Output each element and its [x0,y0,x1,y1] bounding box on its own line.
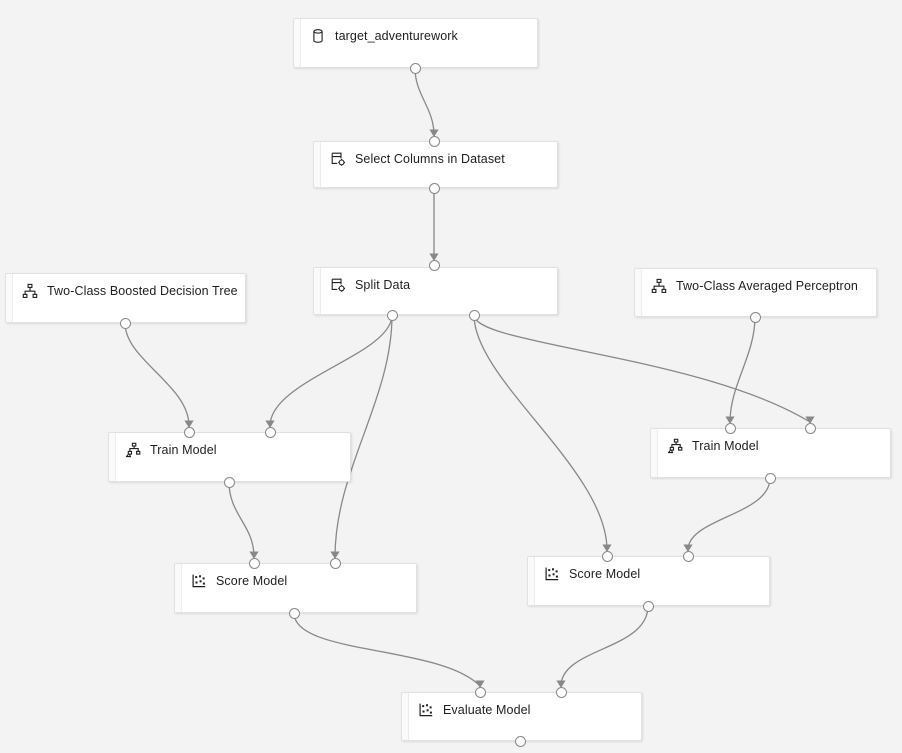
node-header: Score Model [534,557,769,591]
output-port-averaged-perceptron-0[interactable] [749,311,761,323]
algorithm-icon [22,283,38,299]
score-model-icon [544,566,560,582]
node-label: Two-Class Boosted Decision Tree [47,284,238,298]
data-transform-icon [330,151,346,167]
input-port-evaluate-model-1[interactable] [555,686,567,698]
node-accent-strip [314,268,321,314]
algorithm-icon [651,278,667,294]
node-header: target_adventurework [300,19,537,53]
node-header: Train Model [657,429,890,463]
input-port-score-model-right-1[interactable] [682,550,694,562]
node-label: Evaluate Model [443,703,531,717]
input-port-select-columns-0[interactable] [428,135,440,147]
input-port-score-model-left-0[interactable] [248,557,260,569]
input-port-train-model-left-0[interactable] [183,426,195,438]
output-port-split-data-1[interactable] [468,309,480,321]
score-model-icon [191,573,207,589]
node-header: Split Data [320,268,557,302]
node-label: Train Model [692,439,759,453]
node-split-data[interactable]: Split Data [313,267,558,315]
node-label: Split Data [355,278,411,292]
node-accent-strip [402,693,409,740]
input-port-evaluate-model-0[interactable] [474,686,486,698]
node-label: Select Columns in Dataset [355,152,505,166]
node-label: Score Model [216,574,288,588]
node-evaluate-model[interactable]: Evaluate Model [401,692,642,741]
node-label: Score Model [569,567,641,581]
input-port-score-model-right-0[interactable] [601,550,613,562]
node-header: Two-Class Boosted Decision Tree [12,274,245,308]
node-header: Evaluate Model [408,693,641,727]
node-header: Select Columns in Dataset [320,142,557,176]
node-accent-strip [651,429,658,477]
node-dataset[interactable]: target_adventurework [293,18,538,68]
node-accent-strip [314,142,321,187]
node-label: target_adventurework [335,29,458,43]
node-accent-strip [6,274,13,322]
database-icon [310,28,326,44]
output-port-split-data-0[interactable] [386,309,398,321]
train-model-icon [667,438,683,454]
input-port-train-model-right-1[interactable] [804,422,816,434]
node-accent-strip [294,19,301,67]
node-train-model-right[interactable]: Train Model [650,428,891,478]
node-boosted-decision-tree[interactable]: Two-Class Boosted Decision Tree [5,273,246,323]
input-port-train-model-right-0[interactable] [724,422,736,434]
node-select-columns[interactable]: Select Columns in Dataset [313,141,558,188]
node-accent-strip [635,269,642,316]
node-header: Two-Class Averaged Perceptron [641,269,876,303]
input-port-train-model-left-1[interactable] [264,426,276,438]
train-model-icon [125,442,141,458]
score-model-icon [418,702,434,718]
output-port-score-model-right-0[interactable] [642,600,654,612]
node-averaged-perceptron[interactable]: Two-Class Averaged Perceptron [634,268,877,317]
node-accent-strip [528,557,535,605]
output-port-evaluate-model-0[interactable] [514,735,526,747]
node-score-model-right[interactable]: Score Model [527,556,770,606]
node-accent-strip [175,564,182,612]
output-port-dataset-0[interactable] [409,62,421,74]
output-port-train-model-left-0[interactable] [223,476,235,488]
node-header: Score Model [181,564,416,598]
output-port-train-model-right-0[interactable] [764,472,776,484]
node-accent-strip [109,433,116,481]
input-port-split-data-0[interactable] [428,259,440,271]
node-score-model-left[interactable]: Score Model [174,563,417,613]
output-port-boosted-decision-tree-0[interactable] [119,317,131,329]
node-train-model-left[interactable]: Train Model [108,432,351,482]
output-port-select-columns-0[interactable] [428,182,440,194]
node-label: Two-Class Averaged Perceptron [676,279,858,293]
data-transform-icon [330,277,346,293]
output-port-score-model-left-0[interactable] [288,607,300,619]
node-label: Train Model [150,443,217,457]
node-header: Train Model [115,433,350,467]
input-port-score-model-left-1[interactable] [329,557,341,569]
